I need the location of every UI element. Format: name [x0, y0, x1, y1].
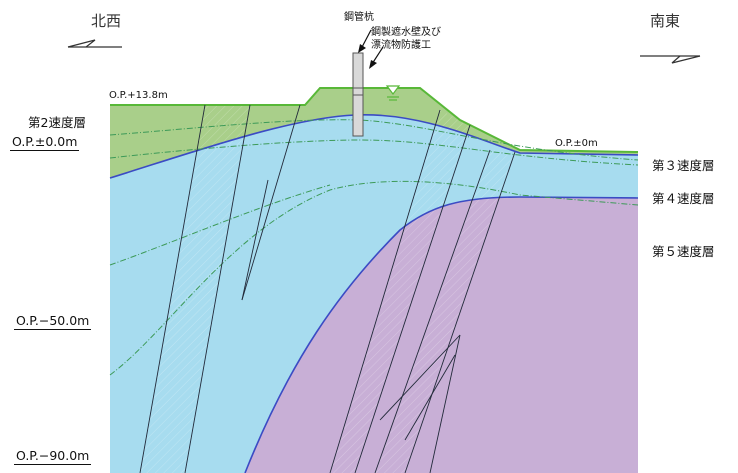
water-level-icon	[385, 85, 401, 101]
layer3-label: 第３速度層	[652, 158, 715, 173]
pile-leader-arrowhead	[358, 44, 366, 53]
wall-label-line1: 鋼製遮水壁及び	[371, 27, 441, 38]
layer4-5-boundary	[244, 196, 639, 473]
dashdot-line-3	[109, 180, 639, 376]
direction-northwest: 北西	[91, 12, 122, 30]
wall-leader-arrowhead	[369, 60, 377, 69]
elevation-zero-right: O.P.±0m	[555, 138, 598, 149]
ground-surface-line	[110, 87, 639, 153]
arrow-right-icon	[640, 55, 701, 64]
wall-label-line2: 漂流物防護工	[371, 40, 431, 51]
pile-label: 鋼管杭	[344, 12, 374, 23]
fault-lines	[139, 104, 516, 473]
layer2-label: 第2速度層	[28, 115, 86, 130]
wall-leader-arrow	[371, 46, 384, 65]
elevation-minus50: O.P.−50.0m	[14, 313, 92, 330]
dashdot-line-2	[109, 139, 639, 166]
dashdot-line-4	[109, 184, 331, 266]
elevation-crest: O.P.+13.8m	[109, 90, 168, 101]
elevation-zero-left: O.P.±0.0m	[10, 134, 80, 151]
layer4-label: 第４速度層	[652, 191, 715, 206]
layer5-label: 第５速度層	[652, 244, 715, 259]
arrow-left-icon	[67, 39, 122, 48]
direction-southeast: 南東	[650, 12, 681, 30]
elevation-minus90: O.P.−90.0m	[14, 448, 92, 465]
